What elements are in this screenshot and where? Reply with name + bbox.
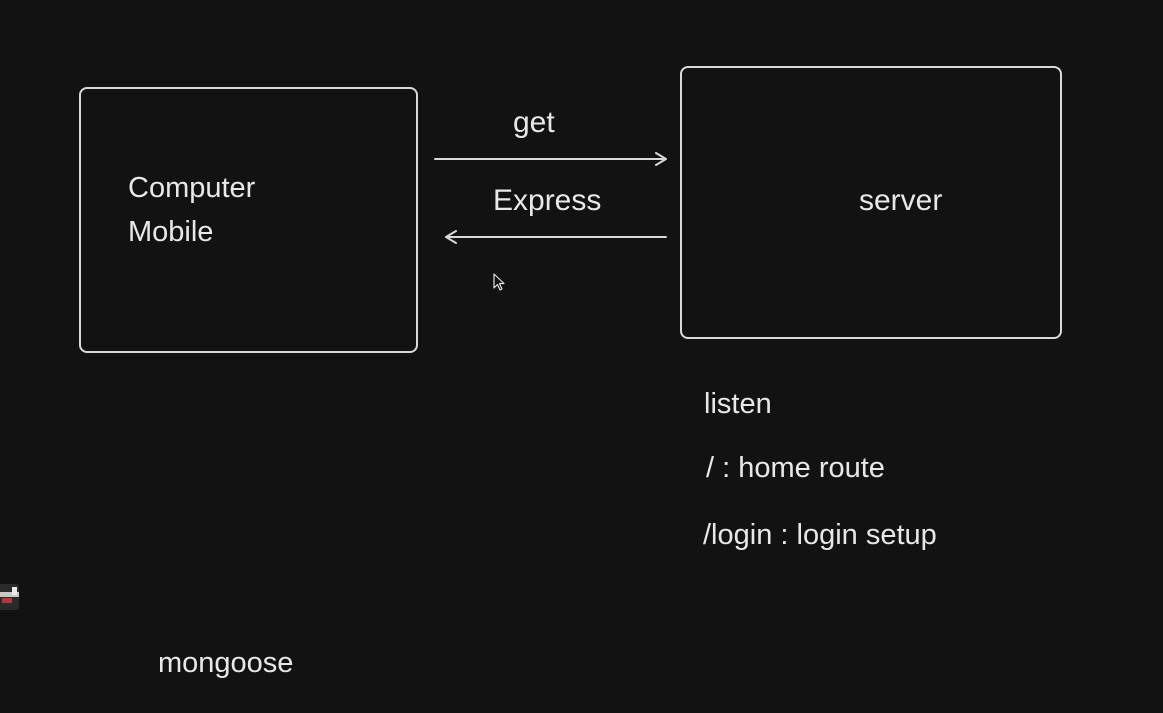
response-arrow-label: Express xyxy=(493,184,602,217)
server-note-home-route: / : home route xyxy=(706,452,885,484)
request-arrow xyxy=(434,152,667,166)
response-arrow xyxy=(445,230,667,244)
client-label-computer: Computer xyxy=(128,172,256,204)
server-note-listen: listen xyxy=(704,388,772,420)
request-arrow-label: get xyxy=(513,106,555,139)
client-box xyxy=(79,87,418,353)
server-box xyxy=(680,66,1062,339)
client-label-mobile: Mobile xyxy=(128,216,214,248)
video-thumbnail xyxy=(0,584,19,610)
bottom-note-mongoose: mongoose xyxy=(158,647,294,679)
server-note-login-route: /login : login setup xyxy=(703,519,937,551)
mouse-pointer-icon xyxy=(493,273,505,291)
server-label: server xyxy=(859,184,943,217)
